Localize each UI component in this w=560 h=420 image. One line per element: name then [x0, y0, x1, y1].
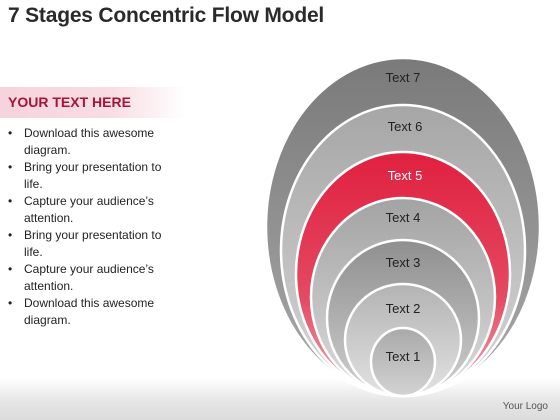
- page-title: 7 Stages Concentric Flow Model: [8, 4, 325, 27]
- stage-label-6: Text 6: [388, 119, 423, 134]
- bullet-icon: •: [8, 296, 13, 310]
- bullet-icon: •: [8, 194, 13, 208]
- stage-label-3: Text 3: [386, 255, 421, 270]
- bullet-item: • Bring your presentation to life.: [8, 227, 183, 260]
- heading-band: [0, 87, 186, 118]
- stage-label-2: Text 2: [386, 301, 421, 316]
- stage-label-1: Text 1: [386, 349, 421, 364]
- bullet-list: • Download this awesome diagram. • Bring y…: [8, 125, 183, 329]
- bullet-text: Download this awesome diagram.: [24, 126, 155, 157]
- bullet-icon: •: [8, 262, 13, 276]
- bullet-text: Download this awesome diagram.: [24, 296, 155, 327]
- bullet-item: • Capture your audience’s attention.: [8, 193, 183, 226]
- floor-reflection: [0, 378, 560, 420]
- bullet-item: • Capture your audience’s attention.: [8, 261, 183, 294]
- bullet-text: Bring your presentation to life.: [24, 228, 162, 259]
- text-panel-heading: YOUR TEXT HERE: [8, 94, 131, 110]
- logo-text: Your Logo: [502, 401, 548, 412]
- bullet-item: • Bring your presentation to life.: [8, 159, 183, 192]
- bullet-icon: •: [8, 160, 13, 174]
- bullet-text: Capture your audience’s attention.: [24, 262, 154, 293]
- stage-label-5: Text 5: [388, 168, 423, 183]
- bullet-item: • Download this awesome diagram.: [8, 295, 183, 328]
- bullet-icon: •: [8, 126, 13, 140]
- stage-ring-1: [369, 326, 437, 398]
- stage-label-7: Text 7: [386, 70, 421, 85]
- bullet-icon: •: [8, 228, 13, 242]
- bullet-text: Bring your presentation to life.: [24, 160, 162, 191]
- stage-label-4: Text 4: [386, 210, 421, 225]
- bullet-item: • Download this awesome diagram.: [8, 125, 183, 158]
- bullet-text: Capture your audience’s attention.: [24, 194, 154, 225]
